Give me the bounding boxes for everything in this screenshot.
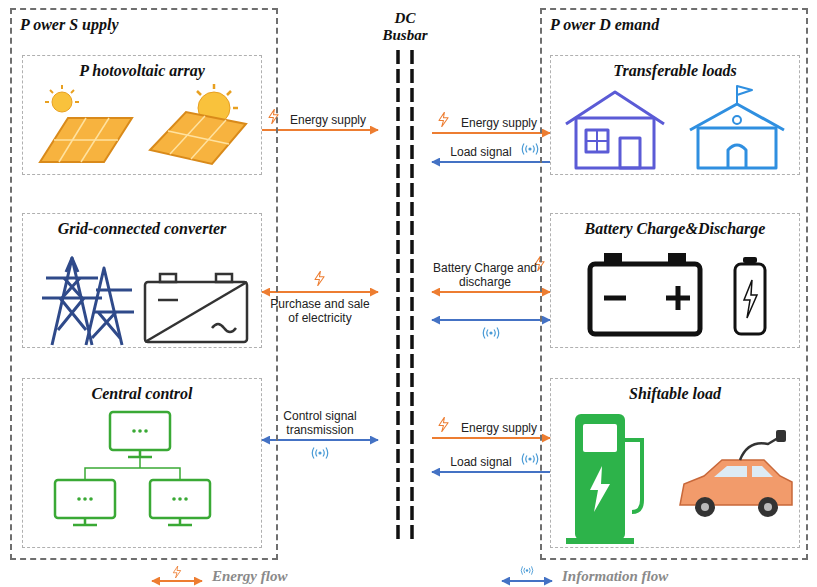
busbar-lines	[398, 50, 412, 544]
energy-flow-arrow	[432, 437, 550, 439]
edge-label: Energy supply	[461, 421, 537, 435]
legend-item: Information flow	[500, 566, 668, 586]
power-supply-panel: P ower S upply P hotovoltaic arrayGrid-co…	[10, 8, 278, 560]
converter-icon	[145, 274, 247, 342]
edge-label: Energy supply	[461, 116, 537, 130]
edge-label: Load signal	[450, 145, 511, 159]
legend-symbol	[173, 566, 181, 578]
control-box: Central control	[22, 378, 262, 548]
battery-icon	[735, 257, 765, 334]
legend-sample	[500, 566, 554, 586]
school-icon	[690, 86, 784, 168]
energy-symbol	[269, 109, 544, 432]
legend-sample	[150, 566, 204, 586]
edge-label: Battery Charge and discharge	[429, 261, 541, 289]
box-title: Central control	[29, 384, 255, 403]
car-icon	[680, 430, 792, 517]
box-title: Transferable loads	[557, 61, 793, 80]
dc-busbar: DC Busbar	[378, 8, 432, 548]
panel-title: P ower S upply	[20, 15, 268, 34]
legend-symbol	[521, 566, 533, 574]
panel-title: DC Busbar	[378, 10, 432, 44]
pv-array-box: P hotovoltaic array	[22, 55, 262, 175]
power-demand-panel: P ower D emandTransferable loadsBattery …	[540, 8, 808, 560]
computer-icon	[55, 412, 210, 525]
edge-label: Control signal transmission	[264, 409, 376, 437]
energy-flow-arrow	[262, 291, 378, 293]
box-title: Grid-connected converter	[29, 219, 255, 238]
legend-arrow	[502, 580, 552, 582]
battery-icon	[590, 253, 700, 334]
legend-label: Information flow	[562, 568, 668, 585]
box-title: Battery Charge&Discharge	[557, 219, 793, 238]
edge-label: Purchase and sale of electricity	[264, 297, 376, 325]
legend-label: Energy flow	[212, 568, 287, 585]
box-title: Shiftable load	[557, 384, 793, 403]
legend-item: Energy flow	[150, 566, 287, 586]
solar-panel-icon	[150, 84, 246, 164]
charger-icon	[566, 414, 642, 544]
solar-panel-icon	[40, 85, 132, 162]
transferable-load-box: Transferable loads	[550, 55, 800, 175]
house-icon	[566, 92, 664, 168]
shiftable-load-box: Shiftable load	[550, 378, 800, 548]
information-flow-arrow	[262, 439, 378, 441]
battery-box: Battery Charge&Discharge	[550, 213, 800, 348]
box-title: P hotovoltaic array	[29, 61, 255, 80]
legend-arrow	[152, 580, 202, 582]
edge-label: Load signal	[450, 455, 511, 469]
energy-flow-arrow	[432, 132, 550, 134]
converter-box: Grid-connected converter	[22, 213, 262, 348]
information-flow-arrow	[432, 319, 550, 321]
information-flow-arrow	[432, 471, 550, 473]
energy-flow-arrow	[262, 129, 378, 131]
energy-flow-arrow	[432, 291, 550, 293]
panel-title: P ower D emand	[550, 15, 798, 34]
pylon-icon	[42, 258, 134, 345]
edge-label: Energy supply	[290, 113, 366, 127]
information-flow-arrow	[432, 161, 550, 163]
